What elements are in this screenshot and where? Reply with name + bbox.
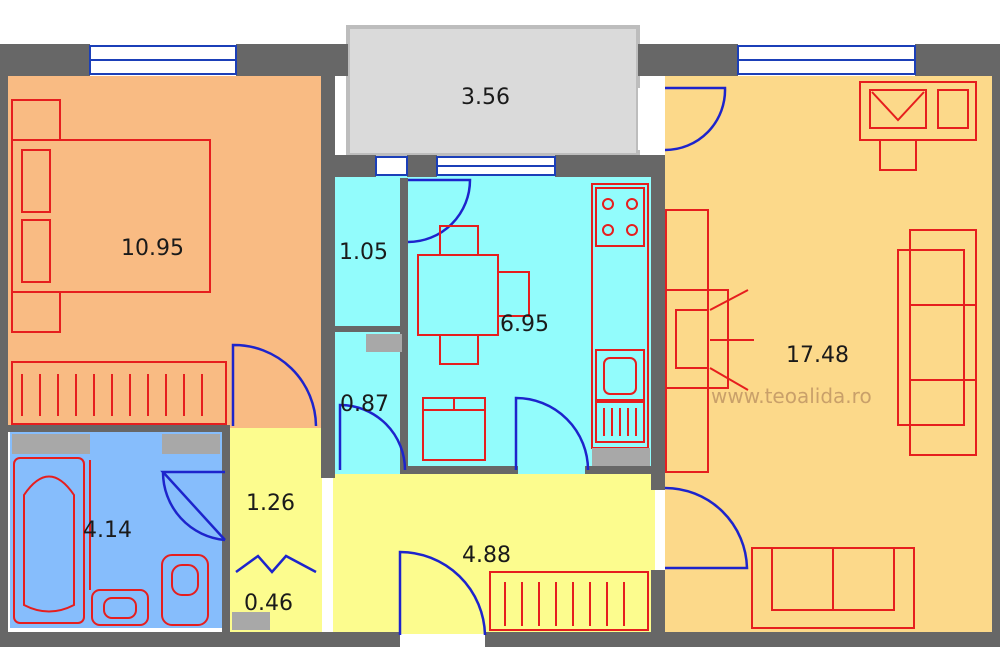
balcony-door-opening — [638, 88, 665, 150]
bath-shelf — [12, 434, 90, 454]
closet-shelf — [232, 612, 270, 630]
room-area-bedroom: 10.95 — [121, 236, 184, 261]
living-furniture — [665, 81, 977, 629]
room-area-hall: 4.88 — [462, 543, 511, 568]
kitchen-counter-end — [592, 448, 650, 466]
kitchen-floor — [333, 172, 655, 474]
living-floor — [665, 76, 992, 632]
room-area-balcony: 3.56 — [461, 85, 510, 110]
hall-floor — [333, 474, 655, 634]
wc-shelf — [366, 334, 402, 352]
bath-shelf-2 — [162, 434, 220, 454]
room-area-closet: 0.46 — [244, 591, 293, 616]
walls — [0, 44, 1000, 647]
room-area-kitchen: 6.95 — [500, 312, 549, 337]
room-area-wc: 0.87 — [340, 392, 389, 417]
watermark: www.teoalida.ro — [711, 384, 872, 408]
windows — [89, 45, 916, 176]
bathroom-fixtures — [13, 457, 209, 626]
hall-small-floor — [230, 428, 322, 632]
room-area-bathroom: 4.14 — [83, 518, 132, 543]
kitchen-furniture — [417, 183, 649, 461]
room-area-living: 17.48 — [786, 343, 849, 368]
doors — [160, 86, 749, 636]
hall-furniture — [489, 571, 649, 631]
room-area-hall-small: 1.26 — [246, 491, 295, 516]
balcony-floor — [346, 25, 640, 157]
room-area-storage: 1.05 — [339, 240, 388, 265]
bedroom-furniture — [11, 99, 227, 425]
